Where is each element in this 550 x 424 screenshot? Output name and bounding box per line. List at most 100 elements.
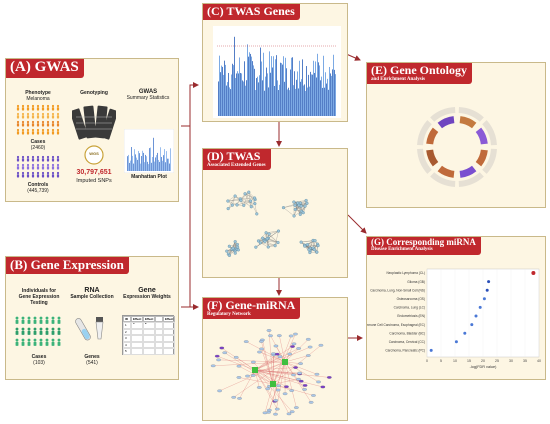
manhattan-bar — [147, 161, 148, 171]
case-person-icon — [56, 128, 60, 135]
manhattan-bar — [140, 163, 141, 171]
network-edge — [244, 193, 255, 199]
network-edge — [240, 192, 249, 199]
mirna-hub-node — [270, 381, 276, 387]
twas-bar — [246, 80, 247, 116]
twas-bar — [285, 57, 286, 116]
twas-bar — [252, 61, 253, 116]
twas-bar — [250, 53, 251, 116]
chart-point — [454, 340, 458, 344]
table-cell — [163, 348, 175, 355]
chart-x-tick-label: 35 — [523, 359, 527, 363]
control-person-icon — [51, 171, 55, 178]
network-edge — [264, 240, 279, 243]
manhattan-bar — [134, 149, 135, 171]
network-node — [304, 198, 308, 203]
case-person-icon — [51, 112, 55, 119]
network-edge — [284, 355, 309, 363]
network-node — [236, 248, 240, 252]
twas-bar — [237, 71, 238, 116]
case-person-icon — [21, 120, 25, 127]
b-person-icon — [57, 338, 61, 346]
manhattan-bar — [170, 148, 171, 171]
manhattan-bar — [165, 162, 166, 171]
manhattan-bar — [150, 147, 151, 171]
network-node — [242, 203, 246, 207]
network-node — [273, 344, 279, 348]
twas-bar — [295, 88, 296, 116]
chart-point — [429, 348, 433, 352]
network-node — [273, 244, 277, 248]
go-outer-segment — [482, 148, 497, 174]
twas-bar — [291, 57, 292, 116]
twas-bar — [268, 87, 269, 116]
network-node — [236, 376, 242, 379]
case-person-icon — [31, 112, 35, 119]
network-edge — [233, 361, 286, 398]
chart-point — [470, 323, 474, 327]
network-node — [296, 377, 301, 381]
control-person-icon — [16, 155, 20, 162]
network-node — [273, 412, 278, 416]
chart-category-label: Osteosarcoma (OS) — [397, 297, 425, 301]
network-node — [284, 385, 289, 389]
network-edge — [254, 346, 293, 371]
network-edge — [284, 361, 297, 408]
network-node — [262, 411, 268, 415]
twas-bar — [334, 69, 335, 116]
network-node — [225, 249, 229, 253]
network-edge — [218, 359, 286, 363]
twas-bar — [303, 85, 304, 116]
network-node — [320, 385, 326, 389]
twas-bar — [242, 80, 243, 116]
case-person-icon — [26, 120, 30, 127]
manhattan-plot-thumbnail — [124, 129, 174, 173]
twas-bar — [228, 72, 229, 116]
twas-bar — [294, 71, 295, 116]
manhattan-bar — [160, 147, 161, 171]
go-outer-segment — [482, 120, 497, 146]
network-node — [312, 248, 316, 252]
twas-bar — [297, 71, 298, 116]
network-node — [273, 399, 279, 402]
table-header-cell — [155, 316, 163, 322]
network-node — [291, 373, 296, 377]
twas-bar — [307, 87, 308, 116]
network-node — [305, 354, 311, 357]
chart-category-label: Carcinoma, Cervical (CC) — [389, 340, 425, 344]
network-node — [267, 408, 272, 412]
control-person-icon — [21, 171, 25, 178]
network-edge — [254, 369, 293, 412]
twas-bar — [249, 52, 250, 116]
network-edge — [284, 361, 312, 403]
network-edge — [312, 240, 317, 253]
network-node — [315, 250, 319, 254]
twas-bar — [302, 59, 303, 116]
network-node — [298, 379, 304, 383]
twas-bar — [293, 85, 294, 116]
table-header-cell: Effect 1 — [131, 316, 143, 325]
b-person-icon — [15, 338, 19, 346]
network-node — [276, 384, 281, 387]
network-node — [281, 206, 286, 210]
manhattan-bar — [131, 147, 132, 171]
case-person-icon — [36, 104, 40, 111]
twas-bar — [254, 68, 255, 116]
network-edge — [253, 362, 274, 385]
twas-bar — [259, 75, 260, 116]
network-node — [293, 203, 297, 207]
case-person-icon — [46, 112, 50, 119]
twas-bar — [287, 89, 288, 116]
twas-bar — [232, 63, 233, 116]
case-person-icon — [16, 120, 20, 127]
case-person-icon — [51, 128, 55, 135]
control-person-icon — [36, 171, 40, 178]
network-node — [245, 374, 250, 378]
network-edge — [254, 354, 278, 371]
